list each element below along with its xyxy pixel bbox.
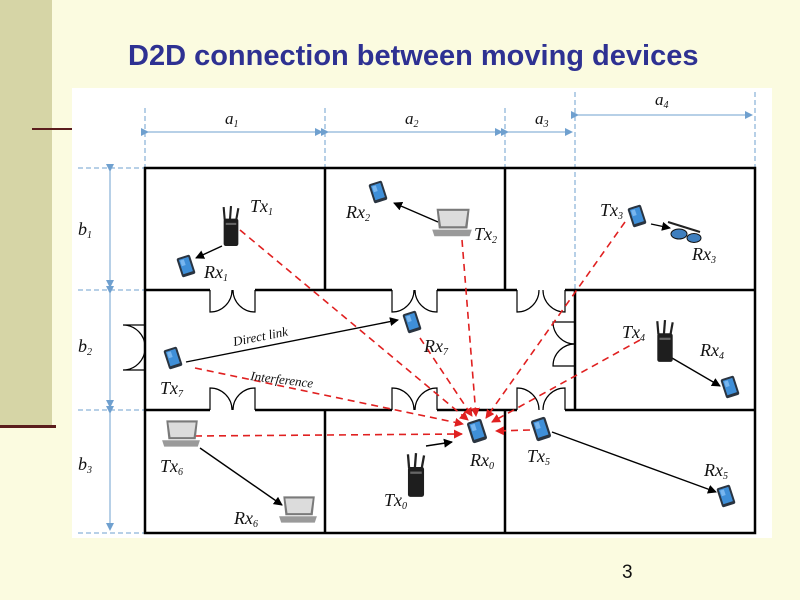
dim-a3-label: a3 bbox=[535, 109, 549, 130]
doors bbox=[122, 289, 576, 411]
dim-b2-label: b2 bbox=[78, 336, 92, 358]
dim-a1-label: a1 bbox=[225, 109, 239, 130]
tx5-label: Tx5 bbox=[527, 446, 550, 468]
rx3-glasses-icon bbox=[667, 221, 702, 243]
direct-links bbox=[185, 202, 721, 506]
floorplan-svg: a1 a2 a3 a4 b1 b2 b3 bbox=[78, 90, 757, 535]
tx2-label: Tx2 bbox=[474, 224, 497, 246]
rx6-label: Rx6 bbox=[233, 508, 258, 530]
tx3-tablet-icon bbox=[627, 204, 647, 228]
rx1-tablet-icon bbox=[176, 254, 196, 278]
tx6-laptop-icon bbox=[162, 420, 200, 447]
device-labels: Tx1 Rx1 Rx2 Tx2 Tx3 Rx3 Tx4 Rx4 Rx7 Tx7 … bbox=[160, 196, 728, 530]
rx7-tablet-icon bbox=[402, 310, 422, 334]
dim-a4-label: a4 bbox=[655, 90, 669, 111]
dim-b3-label: b3 bbox=[78, 454, 92, 476]
rx4-tablet-icon bbox=[720, 375, 740, 399]
rx7-label: Rx7 bbox=[423, 336, 449, 358]
dimension-guides bbox=[78, 92, 756, 534]
rx1-label: Rx1 bbox=[203, 262, 228, 284]
tx4-router-icon bbox=[656, 318, 674, 364]
tx7-tablet-icon bbox=[163, 346, 183, 370]
dim-a2-label: a2 bbox=[405, 109, 419, 130]
rx0-tablet-icon bbox=[466, 418, 488, 444]
interference-label: Interference bbox=[249, 368, 315, 391]
d2d-floorplan-diagram: a1 a2 a3 a4 b1 b2 b3 bbox=[72, 88, 772, 538]
tx2-laptop-icon bbox=[432, 208, 472, 237]
tx5-tablet-icon bbox=[530, 416, 552, 442]
interference-links bbox=[194, 221, 641, 439]
direct-link-label: Direct link bbox=[231, 324, 290, 350]
tx1-router-icon bbox=[222, 205, 240, 247]
rx3-label: Rx3 bbox=[691, 244, 716, 266]
rx4-label: Rx4 bbox=[699, 340, 724, 362]
rx6-laptop-icon bbox=[279, 496, 317, 523]
devices bbox=[162, 180, 740, 523]
sidebar-bar bbox=[0, 0, 52, 428]
rx5-tablet-icon bbox=[716, 484, 736, 508]
rx2-tablet-icon bbox=[368, 180, 388, 204]
tx4-label: Tx4 bbox=[622, 322, 645, 344]
dim-b1-label: b1 bbox=[78, 219, 92, 241]
tx0-label: Tx0 bbox=[384, 490, 407, 512]
tx6-label: Tx6 bbox=[160, 456, 183, 478]
rx2-label: Rx2 bbox=[345, 202, 370, 224]
tx3-label: Tx3 bbox=[600, 200, 623, 222]
title-rule bbox=[32, 128, 72, 130]
sidebar-rule bbox=[0, 425, 56, 428]
tx1-label: Tx1 bbox=[250, 196, 273, 218]
rx0-label: Rx0 bbox=[469, 450, 494, 472]
slide-title: D2D connection between moving devices bbox=[128, 40, 699, 72]
tx7-label: Tx7 bbox=[160, 378, 184, 400]
tx0-router-icon bbox=[406, 452, 426, 498]
page-number: 3 bbox=[622, 562, 633, 583]
rx5-label: Rx5 bbox=[703, 460, 728, 482]
